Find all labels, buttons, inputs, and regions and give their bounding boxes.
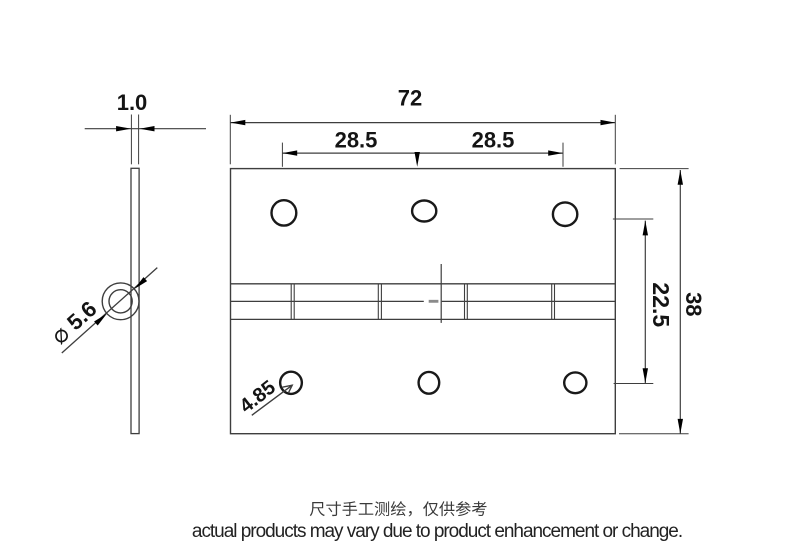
svg-text:38: 38 [681,292,706,316]
svg-text:actual products may vary due t: actual products may vary due to product … [192,521,682,542]
svg-text:72: 72 [398,86,422,111]
svg-text:∅ 5.6: ∅ 5.6 [47,296,102,349]
svg-text:28.5: 28.5 [335,128,378,153]
svg-text:1.0: 1.0 [117,90,148,115]
svg-text:22.5: 22.5 [648,282,674,327]
svg-text:28.5: 28.5 [472,128,515,153]
